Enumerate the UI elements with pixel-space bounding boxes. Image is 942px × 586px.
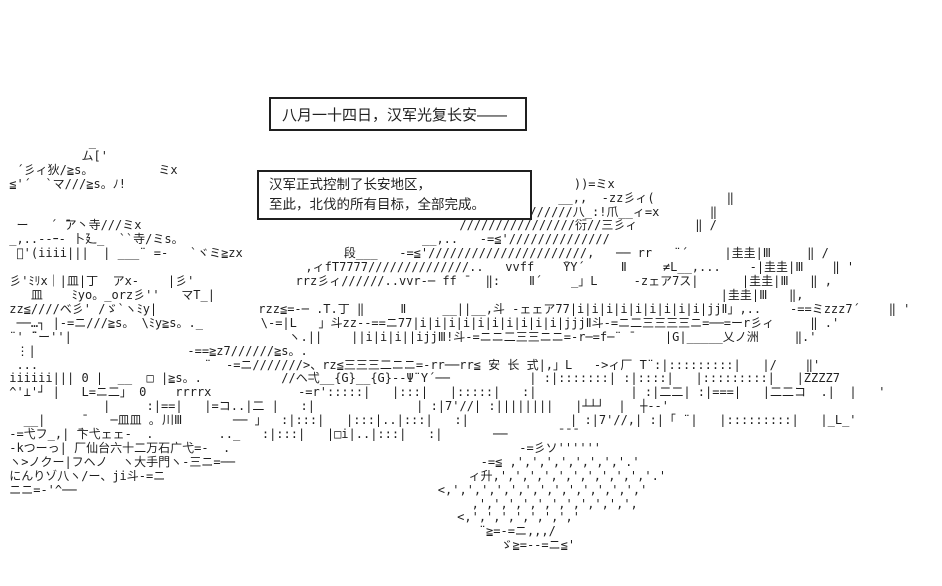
ascii-art: _ ム[' ´彡ィ狄/≧s。 ミx ≦'´ `マ///≧s。ﾉ! ))=ミx (9, 135, 911, 553)
narration-box-2: 汉军正式控制了长安地区， 至此，北伐的所有目标，全部完成。 (257, 170, 532, 220)
narration-box-2-line-2: 至此，北伐的所有目标，全部完成。 (269, 196, 485, 213)
narration-box-2-line-1: 汉军正式控制了长安地区， (269, 177, 431, 193)
narration-box-1: 八月一十四日，汉军光复长安―― (269, 97, 527, 131)
narration-box-1-text: 八月一十四日，汉军光复长安―― (282, 106, 508, 124)
